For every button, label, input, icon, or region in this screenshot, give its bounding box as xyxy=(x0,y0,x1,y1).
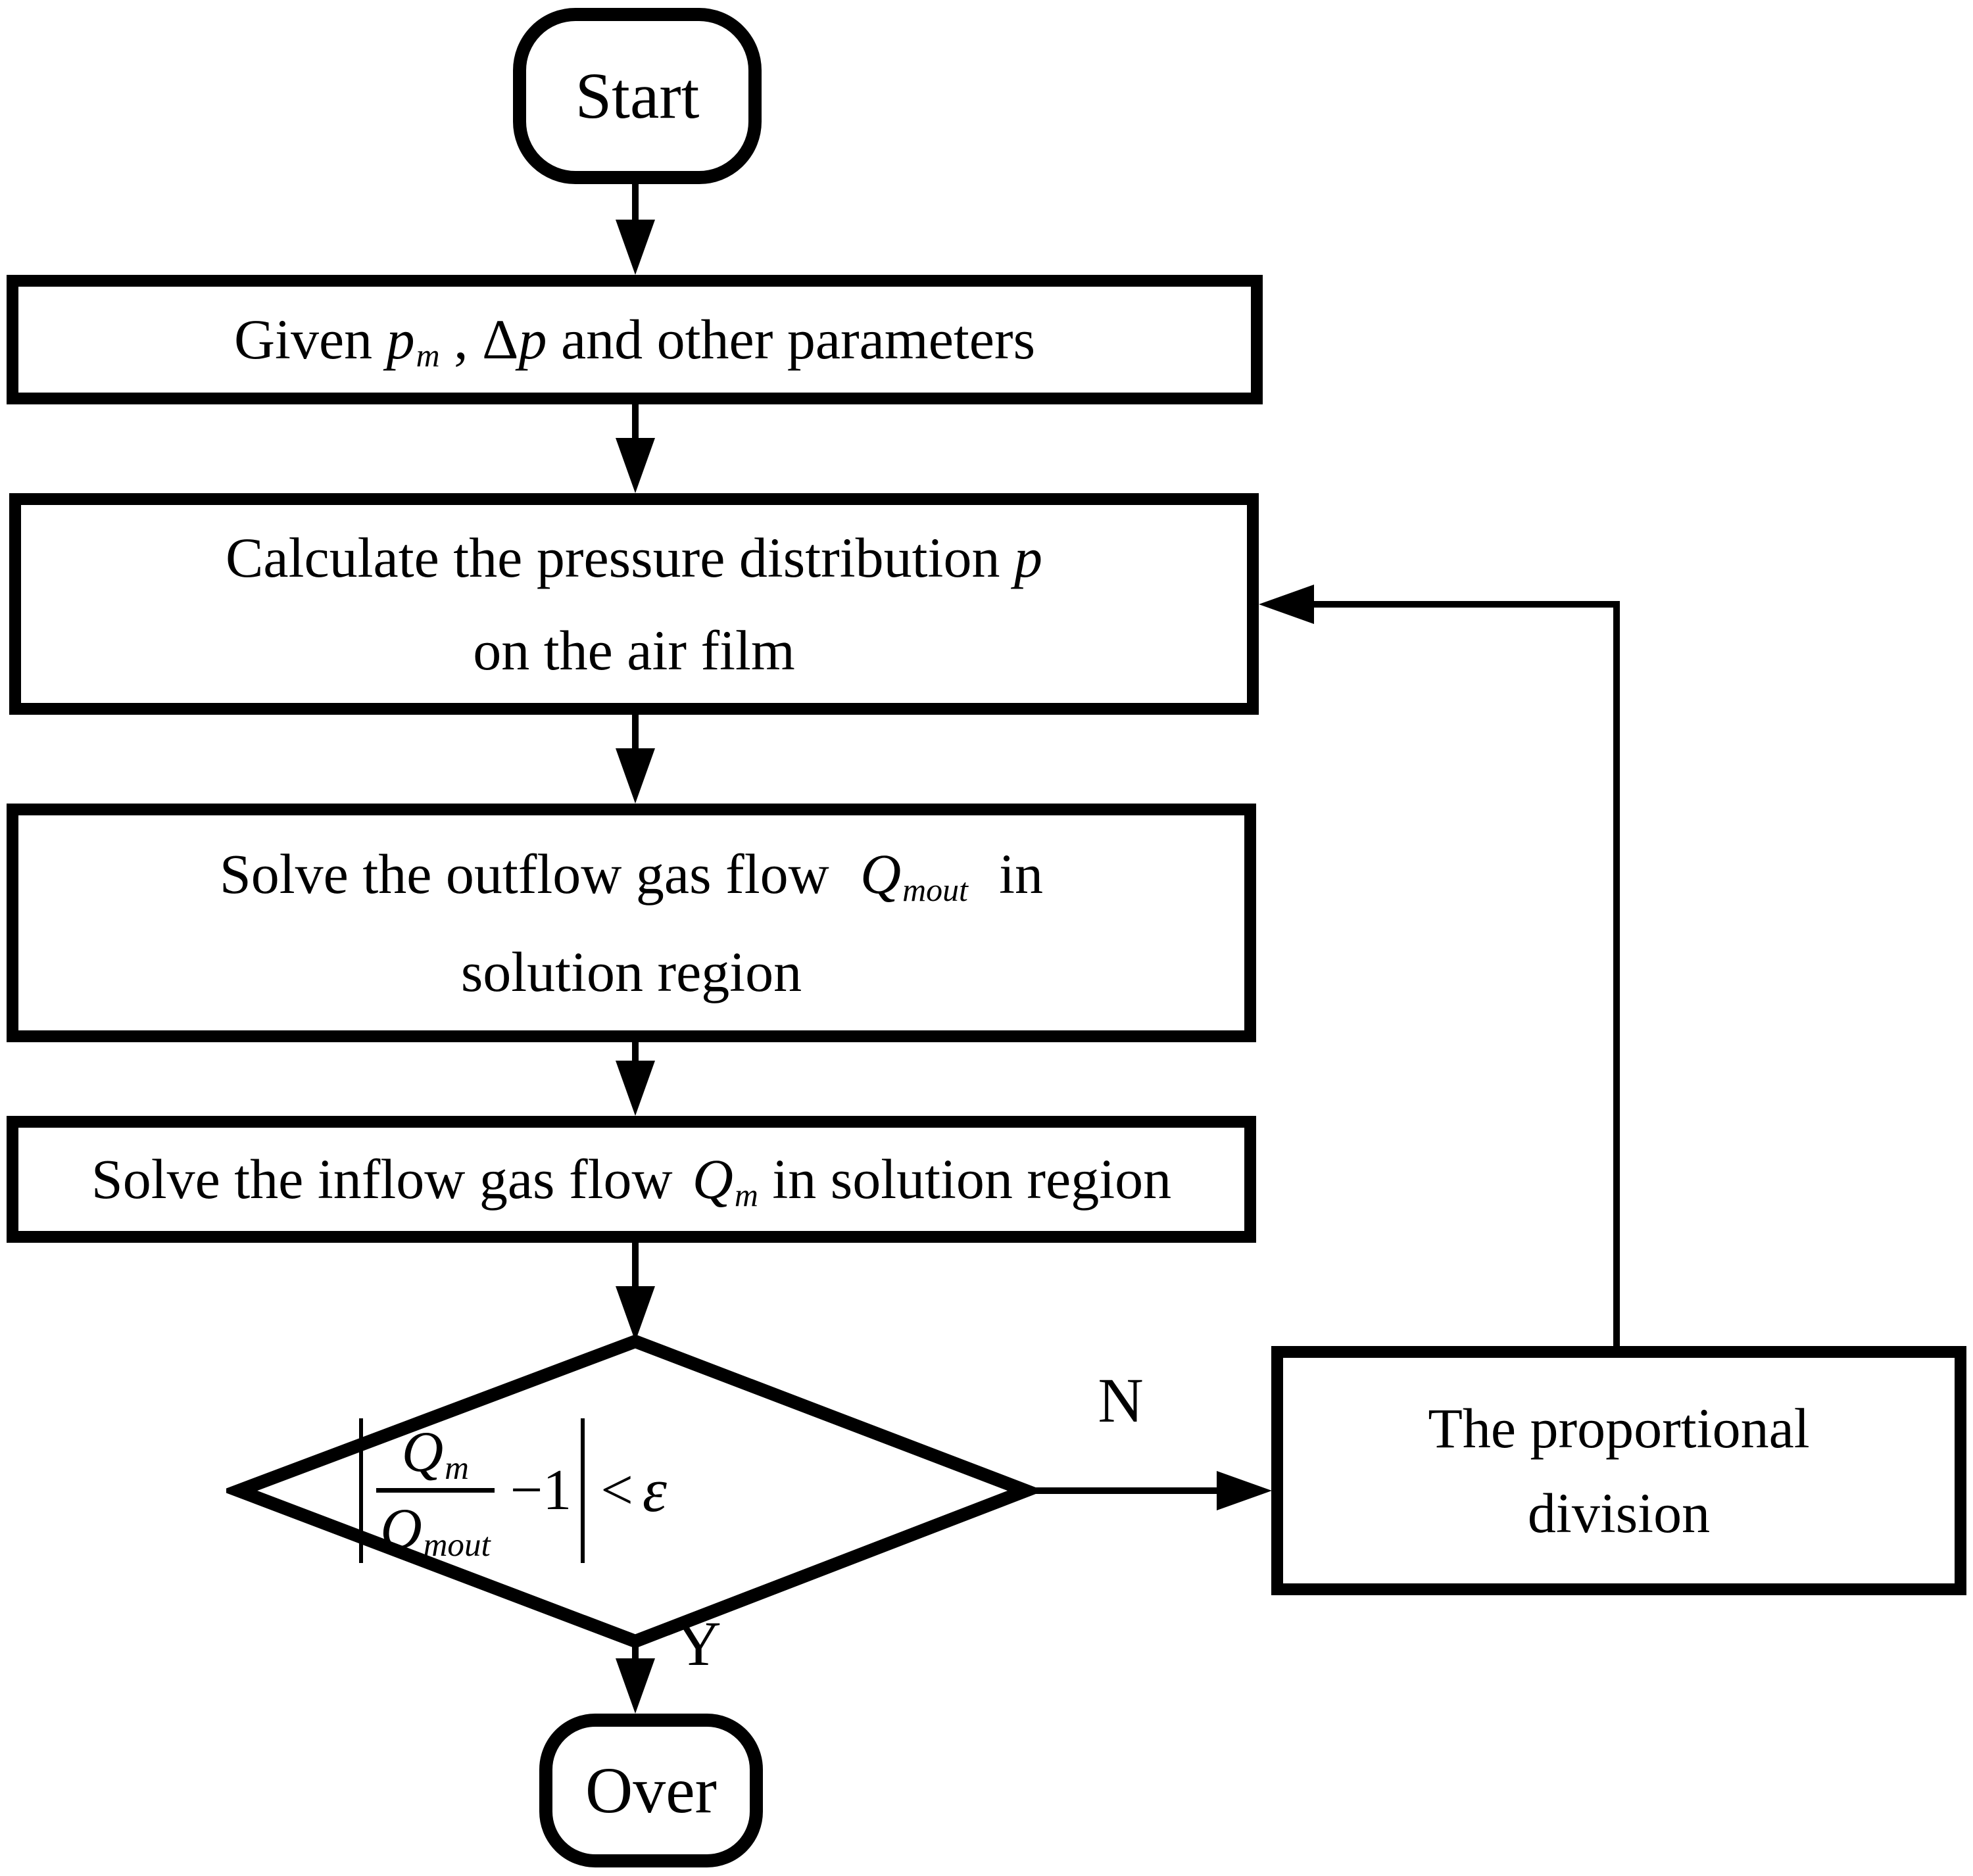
calculate-line2: on the air film xyxy=(473,618,795,682)
fraction-denominator: Qmout xyxy=(376,1493,495,1562)
solve-inflow-box: Solve the inflow gas flow Qm in solution … xyxy=(7,1116,1256,1243)
q-symbol: Q xyxy=(380,1497,422,1561)
given-comma: , xyxy=(439,308,483,372)
given-parameters-box: Given pm , Δp and other parameters xyxy=(7,275,1263,404)
feedback-vertical-line xyxy=(1613,601,1620,1346)
calculate-line1: Calculate the pressure distribution p xyxy=(226,526,1042,589)
q-subscript: m xyxy=(445,1449,470,1487)
over-label: Over xyxy=(585,1754,717,1827)
fraction-rule xyxy=(376,1487,495,1493)
arrowhead-down xyxy=(616,1658,655,1714)
inflow-text-line: Solve the inflow gas flow Qm in solution … xyxy=(91,1147,1171,1211)
q-symbol: Q xyxy=(692,1147,733,1211)
inflow-suffix: in solution region xyxy=(758,1147,1172,1211)
outflow-text: Solve the outflow gas flow xyxy=(219,842,829,906)
p-symbol: p xyxy=(1013,526,1042,590)
q-subscript: mout xyxy=(902,872,968,909)
arrowhead-down xyxy=(616,1286,655,1341)
fraction-numerator: Qm xyxy=(395,1423,475,1488)
calculate-text: Calculate the pressure distribution xyxy=(226,526,1014,590)
abs-bar-left xyxy=(359,1418,364,1563)
connector-start-given xyxy=(632,183,639,225)
connector-yes-branch xyxy=(632,1641,639,1668)
start-terminator: Start xyxy=(513,8,762,184)
over-terminator: Over xyxy=(539,1714,763,1867)
delta-symbol: Δ xyxy=(482,308,519,372)
arrowhead-right xyxy=(1217,1471,1272,1510)
q-symbol: Q xyxy=(860,842,902,906)
arrowhead-down xyxy=(616,748,655,804)
outflow-line2: solution region xyxy=(460,940,802,1003)
p-symbol: p xyxy=(386,308,415,372)
yes-branch-label: Y xyxy=(675,1608,721,1679)
proportional-line2: division xyxy=(1527,1481,1711,1545)
given-prefix: Given xyxy=(233,308,387,372)
connector-outflow-inflow xyxy=(632,1042,639,1069)
proportional-division-box: The proportional division xyxy=(1271,1346,1966,1595)
connector-given-calculate xyxy=(632,404,639,442)
start-label: Start xyxy=(575,59,700,132)
given-suffix: and other parameters xyxy=(547,308,1036,372)
q-subscript: mout xyxy=(423,1526,491,1564)
less-than-sign: < xyxy=(600,1458,633,1522)
arrowhead-down xyxy=(616,1061,655,1116)
q-subscript: m xyxy=(734,1177,758,1214)
given-parameters-text: Given pm , Δp and other parameters xyxy=(233,308,1036,374)
q-symbol: Q xyxy=(401,1420,444,1484)
arrowhead-left xyxy=(1259,585,1314,624)
no-branch-label: N xyxy=(1098,1365,1144,1435)
inflow-text: Solve the inflow gas flow xyxy=(91,1147,673,1211)
connector-no-branch xyxy=(1026,1487,1218,1494)
arrowhead-down xyxy=(616,438,655,493)
proportional-line1: The proportional xyxy=(1428,1397,1810,1460)
abs-bar-right xyxy=(581,1418,585,1563)
arrowhead-down xyxy=(616,220,655,275)
delta-p-symbol: p xyxy=(518,308,547,372)
feedback-horizontal-line xyxy=(1313,601,1620,608)
p-subscript: m xyxy=(416,337,440,374)
connector-inflow-decision xyxy=(632,1243,639,1291)
connector-calculate-outflow xyxy=(632,715,639,752)
decision-formula: Qm Qmout −1 < ε xyxy=(316,1407,710,1574)
minus-one: −1 xyxy=(510,1458,572,1522)
outflow-suffix: in xyxy=(999,842,1044,906)
epsilon-symbol: ε xyxy=(642,1456,667,1525)
calculate-pressure-box: Calculate the pressure distribution p on… xyxy=(9,493,1259,715)
flow-ratio-fraction: Qm Qmout xyxy=(376,1423,495,1562)
